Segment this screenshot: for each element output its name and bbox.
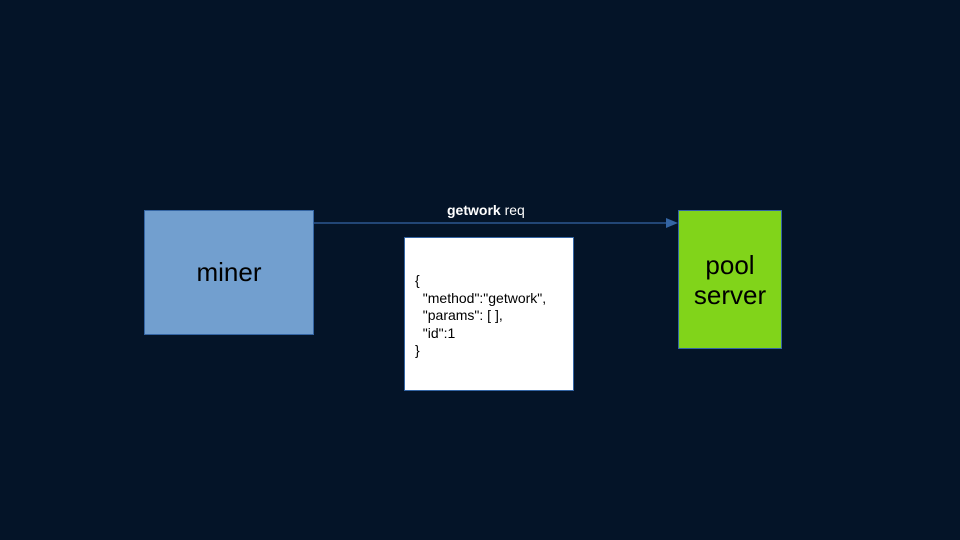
- payload-line: "id":1: [415, 324, 456, 341]
- pool-server-label: pool server: [694, 250, 766, 310]
- edge-label: getwork req: [447, 202, 525, 218]
- pool-server-node: pool server: [678, 210, 782, 349]
- pool-label-line-2: server: [693, 279, 767, 310]
- request-payload-box: { "method":"getwork", "params": [ ], "id…: [404, 237, 574, 391]
- edge-label-suffix: req: [500, 202, 525, 218]
- payload-line: {: [415, 272, 420, 288]
- miner-node: miner: [144, 210, 314, 335]
- request-arrow-head: [666, 218, 678, 228]
- payload-line: }: [415, 342, 420, 358]
- edge-label-method: getwork: [447, 202, 501, 218]
- payload-line: "method":"getwork",: [415, 289, 547, 306]
- payload-line: "params": [ ],: [415, 307, 503, 323]
- miner-label: miner: [196, 257, 262, 287]
- pool-label-line-1: pool: [705, 249, 755, 280]
